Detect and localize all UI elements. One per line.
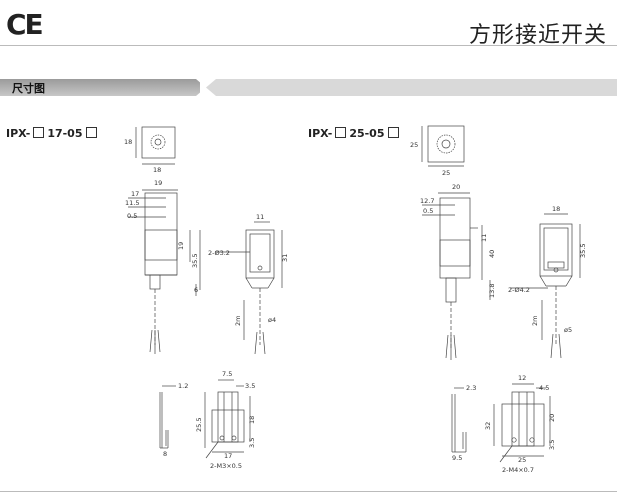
- left-dim-2m: 2m: [234, 316, 242, 326]
- left-front-view: [215, 221, 283, 355]
- left-side-view: [128, 189, 201, 354]
- left-dim-7-5: 7.5: [222, 370, 232, 378]
- right-front-view: [510, 213, 581, 359]
- right-dim-2-3: 2.3: [466, 384, 476, 392]
- left-model-box-icon: [33, 127, 45, 138]
- right-dim-40: 40: [488, 250, 496, 258]
- footer-divider: [0, 491, 617, 492]
- left-dim-18b: 18: [153, 166, 161, 174]
- right-model-suffix: 25-05: [349, 127, 385, 140]
- left-dim-17: 17: [131, 190, 139, 198]
- left-bracket-side: [159, 385, 176, 449]
- right-dim-25b: 25: [442, 169, 450, 177]
- right-side-view: [422, 192, 491, 360]
- left-dim-6: 6: [194, 286, 198, 294]
- left-dim-11-5: 11.5: [125, 199, 139, 207]
- right-dim-20b: 20: [548, 414, 556, 422]
- left-top-view: [135, 126, 176, 165]
- left-model-suffix: 17-05: [47, 127, 83, 140]
- section-bar-dark: [0, 79, 200, 96]
- left-dim-18a: 18: [124, 138, 132, 146]
- right-top-view: [421, 125, 465, 167]
- left-model-box-icon-2: [85, 127, 97, 138]
- header-divider: [0, 45, 617, 46]
- page-title: 方形接近开关: [468, 23, 607, 48]
- right-dim-9-5: 9.5: [452, 454, 462, 462]
- right-dim-35-5: 35.5: [579, 244, 587, 258]
- left-dim-17b: 17: [224, 452, 232, 460]
- left-dim-3-5a: 3.5: [245, 382, 255, 390]
- right-bracket-side: [451, 387, 467, 453]
- left-dim-19b: 19: [177, 242, 185, 250]
- left-dim-0-5: 0.5: [127, 212, 137, 220]
- right-dim-20: 20: [452, 183, 460, 191]
- right-model-prefix: IPX-: [308, 127, 333, 140]
- left-dim-19: 19: [154, 179, 162, 187]
- left-dim-31: 31: [281, 254, 289, 262]
- right-dim-18: 18: [552, 205, 560, 213]
- left-dim-3-5b: 3.5: [248, 438, 256, 448]
- right-dim-4-5: 4.5: [539, 384, 549, 392]
- right-dim-13-8: 13.8: [488, 284, 496, 298]
- left-dim-phi4: ø4: [268, 316, 276, 324]
- right-dim-32: 32: [484, 422, 492, 430]
- right-dim-3-5: 3.5: [548, 440, 556, 450]
- right-dim-12: 12: [518, 374, 526, 382]
- right-dim-hole: 2-Ø4.2: [508, 286, 530, 294]
- right-dim-phi5: ø5: [564, 326, 572, 334]
- right-bracket-front: [493, 383, 551, 463]
- right-model-box-icon: [335, 127, 347, 138]
- left-model-prefix: IPX-: [6, 127, 31, 140]
- section-bar-light: [206, 79, 617, 96]
- left-dim-hole: 2-Ø3.2: [208, 249, 230, 257]
- right-dim-screw: 2-M4×0.7: [502, 466, 534, 474]
- section-label: 尺寸图: [12, 82, 45, 95]
- right-dim-25a: 25: [410, 141, 418, 149]
- ce-logo: CE: [6, 8, 44, 41]
- right-dim-0-5: 0.5: [423, 207, 433, 215]
- right-dim-12-7: 12.7: [420, 197, 434, 205]
- left-model-label: IPX- 17-05: [6, 127, 100, 140]
- section-bar: 尺寸图: [0, 79, 617, 96]
- left-dim-8: 8: [163, 450, 167, 458]
- left-dim-18c: 18: [248, 416, 256, 424]
- right-dim-25c: 25: [518, 456, 526, 464]
- left-dim-11: 11: [256, 213, 264, 221]
- right-model-box-icon-2: [387, 127, 399, 138]
- right-dim-11: 11: [480, 234, 488, 242]
- left-bracket-front: [204, 379, 251, 459]
- left-dim-screw: 2-M3×0.5: [210, 462, 242, 470]
- left-dim-1-2: 1.2: [178, 382, 188, 390]
- left-dim-35-5: 35.5: [191, 254, 199, 268]
- right-model-label: IPX- 25-05: [308, 127, 402, 140]
- left-dim-25-5: 25.5: [195, 418, 203, 432]
- right-dim-2m: 2m: [531, 316, 539, 326]
